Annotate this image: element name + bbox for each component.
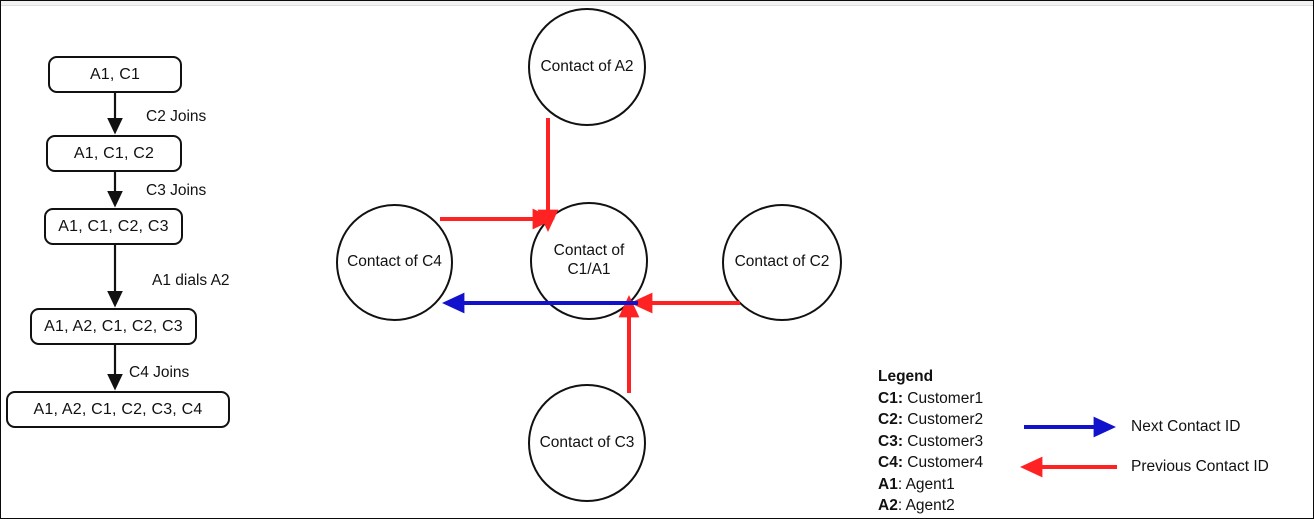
flow-transition-label-4: C4 Joins [129,364,190,381]
legend-entry-a2-value: : Agent2 [897,497,955,514]
flow-box-1-label: A1, C1 [89,65,141,83]
legend-entry-c3: C3: Customer3 [878,431,983,453]
flow-box-5-label: A1, A2, C1, C2, C3, C4 [33,400,203,418]
flow-box-3-label: A1, C1, C2, C3 [58,217,169,235]
flow-box-4-label: A1, A2, C1, C2, C3 [44,317,183,335]
flow-box-3: A1, C1, C2, C3 [44,208,183,245]
legend-entry-c4: C4: Customer4 [878,452,983,474]
node-contact-of-c2: Contact of C2 [722,204,842,321]
flow-box-5: A1, A2, C1, C2, C3, C4 [6,391,230,428]
flow-transition-label-2: C3 Joins [146,182,207,199]
node-contact-of-c3-label: Contact of C3 [539,433,635,451]
legend-arrow-next-label: Next Contact ID [1131,418,1241,435]
legend-entry-c1: C1: Customer1 [878,388,983,410]
node-contact-of-c1-a1-label-line2: C1/A1 [567,261,611,278]
top-strip [0,0,1314,6]
legend-entry-a1-key: A1 [878,475,898,493]
legend-entry-c4-value: Customer4 [902,454,984,471]
flow-transition-label-1: C2 Joins [146,108,207,125]
flow-transition-label-3: A1 dials A2 [152,272,230,289]
legend-title: Legend [878,368,934,385]
legend-entry-c2-value: Customer2 [902,411,984,428]
legend: Legend C1: Customer1 C2: Customer2 C3: C… [878,366,983,517]
node-contact-of-c3: Contact of C3 [528,384,646,502]
legend-arrow-previous-label: Previous Contact ID [1131,458,1269,475]
legend-entry-c4-key: C4: [878,454,903,471]
node-contact-of-c2-label: Contact of C2 [734,253,830,271]
flow-box-1: A1, C1 [48,56,182,93]
legend-entry-c2-key: C2: [878,411,903,428]
node-contact-of-c4-label: Contact of C4 [347,253,442,271]
legend-entry-c2: C2: Customer2 [878,409,983,431]
node-contact-of-c1-a1-label-line1: Contact of [553,242,625,260]
legend-entry-c3-key: C3: [878,432,903,450]
node-contact-of-c4: Contact of C4 [336,204,453,321]
node-contact-of-a2: Contact of A2 [528,8,646,126]
node-contact-of-c1-a1: Contact of C1/A1 [530,202,648,320]
legend-entry-c1-key: C1: [878,389,903,407]
flow-box-2: A1, C1, C2 [46,135,182,172]
flow-box-2-label: A1, C1, C2 [73,144,155,162]
legend-entry-a2: A2: Agent2 [878,495,983,517]
legend-entry-a1: A1: Agent1 [878,474,983,496]
flow-box-4: A1, A2, C1, C2, C3 [30,308,197,345]
legend-entry-a1-value: : Agent1 [897,475,955,493]
legend-entry-c3-value: Customer3 [902,432,984,450]
legend-entry-a2-key: A2 [878,497,898,514]
legend-entry-c1-value: Customer1 [902,389,984,407]
node-contact-of-a2-label: Contact of A2 [540,57,634,75]
